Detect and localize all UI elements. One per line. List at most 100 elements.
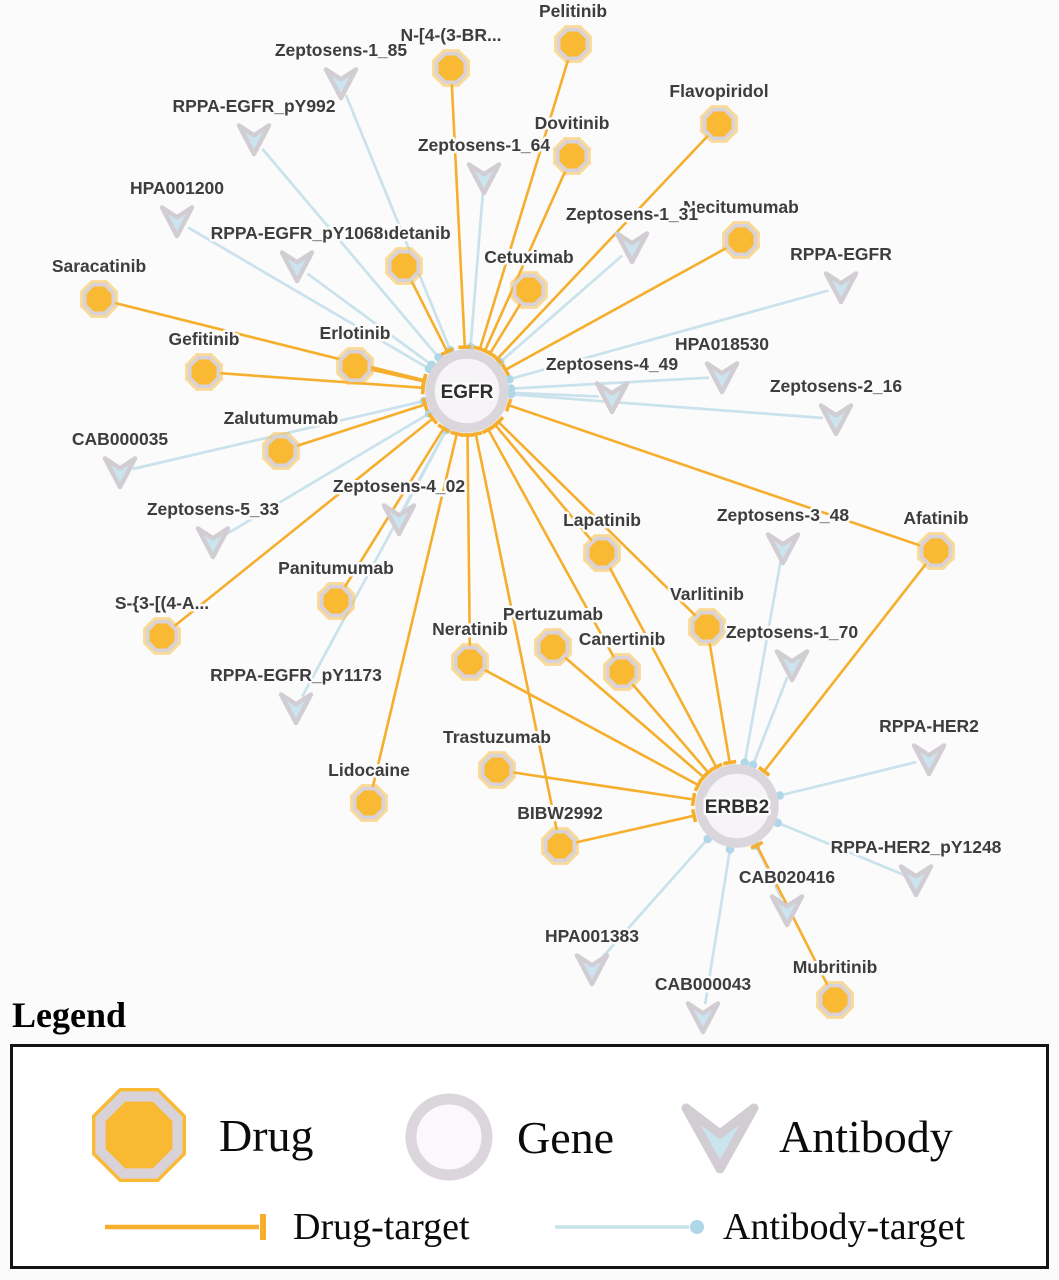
node-zeptosens-1-70 bbox=[774, 649, 810, 683]
label-saracatinib: Saracatinib bbox=[52, 256, 146, 276]
drug-node-icon bbox=[91, 1087, 187, 1183]
node-cetuximab bbox=[510, 271, 548, 309]
node-cab000043 bbox=[685, 1001, 721, 1035]
edge-zeptosens-3-48-erbb2 bbox=[740, 560, 783, 768]
edge-rppa-egfr-py992-egfr bbox=[261, 148, 443, 362]
legend-label-antibody: Antibody bbox=[779, 1110, 953, 1162]
node-erlotinib bbox=[336, 347, 374, 385]
node-rppa-her2 bbox=[911, 743, 947, 777]
node-s-3-4-a bbox=[143, 617, 181, 655]
node-cab000035 bbox=[102, 456, 138, 490]
edge-canertinib-egfr bbox=[481, 424, 616, 659]
edge-zeptosens-1-70-erbb2 bbox=[748, 676, 789, 770]
node-canertinib bbox=[603, 653, 641, 691]
label-egfr: EGFR bbox=[441, 382, 494, 403]
edge-pertuzumab-erbb2 bbox=[564, 656, 710, 784]
label-pelitinib: Pelitinib bbox=[539, 1, 607, 21]
label-zeptosens-2-16: Zeptosens-2_16 bbox=[770, 376, 903, 396]
node-mubritinib bbox=[816, 981, 854, 1019]
label-s-3-4-a: S-{3-[(4-A... bbox=[115, 593, 209, 613]
edge-rppa-her2-py1248-erbb2 bbox=[773, 818, 905, 877]
gene-node-icon bbox=[405, 1093, 493, 1181]
node-necitumumab bbox=[722, 221, 760, 259]
edge-gefitinib-egfr bbox=[219, 371, 426, 395]
edge-bibw2992-erbb2 bbox=[575, 808, 698, 844]
label-lidocaine: Lidocaine bbox=[328, 760, 410, 780]
label-rppa-her2-py1248: RPPA-HER2_pY1248 bbox=[831, 837, 1002, 857]
legend-item-gene: Gene bbox=[401, 1089, 614, 1185]
legend-label-antibody-target: Antibody-target bbox=[723, 1206, 966, 1248]
node-dovitinib bbox=[553, 137, 591, 175]
edge-rppa-her2-erbb2 bbox=[775, 760, 917, 800]
legend-label-gene: Gene bbox=[517, 1111, 615, 1163]
label-n-4-3-br: N-[4-(3-BR... bbox=[400, 25, 501, 45]
node-rppa-egfr bbox=[823, 271, 859, 305]
node-vandetanib bbox=[385, 247, 423, 285]
edge-zeptosens-2-16-egfr bbox=[506, 389, 824, 420]
label-vandetanib: Vandetanib bbox=[357, 223, 450, 243]
node-hpa001200 bbox=[159, 205, 195, 239]
edge-lapatinib-egfr bbox=[489, 419, 593, 542]
label-zeptosens-1-85: Zeptosens-1_85 bbox=[275, 40, 408, 60]
label-rppa-egfr: RPPA-EGFR bbox=[790, 244, 892, 264]
node-varlitinib bbox=[688, 608, 726, 646]
label-rppa-egfr-py1173: RPPA-EGFR_pY1173 bbox=[210, 665, 382, 685]
label-trastuzumab: Trastuzumab bbox=[443, 727, 551, 747]
edge-rppa-egfr-py1173-egfr bbox=[301, 425, 451, 698]
node-rppa-her2-py1248 bbox=[898, 864, 934, 898]
edge-rppa-egfr-egfr bbox=[505, 289, 829, 384]
node-zeptosens-1-64 bbox=[466, 162, 502, 196]
node-cab020416 bbox=[769, 894, 805, 928]
edge-vandetanib-egfr bbox=[410, 279, 454, 357]
label-dovitinib: Dovitinib bbox=[535, 113, 610, 133]
legend-box: Drug Gene Antibody Drug-target bbox=[10, 1044, 1049, 1269]
label-zeptosens-1-31: Zeptosens-1_31 bbox=[566, 204, 699, 224]
label-cetuximab: Cetuximab bbox=[484, 247, 573, 267]
node-egfr bbox=[425, 349, 509, 433]
label-rppa-egfr-py992: RPPA-EGFR_pY992 bbox=[172, 96, 335, 116]
edge-hpa001200-egfr bbox=[187, 226, 434, 374]
label-hpa001383: HPA001383 bbox=[545, 926, 639, 946]
label-zeptosens-5-33: Zeptosens-5_33 bbox=[147, 499, 280, 519]
label-cab020416: CAB020416 bbox=[739, 867, 836, 887]
label-pertuzumab: Pertuzumab bbox=[503, 604, 603, 624]
node-rppa-egfr-py992 bbox=[236, 123, 272, 157]
label-hpa018530: HPA018530 bbox=[675, 334, 769, 354]
node-rppa-egfr-py1068 bbox=[279, 250, 315, 284]
edge-zeptosens-1-64-egfr bbox=[466, 190, 485, 352]
edge-necitumumab-egfr bbox=[500, 246, 728, 377]
node-saracatinib bbox=[80, 280, 118, 318]
edge-erlotinib-egfr bbox=[370, 368, 428, 389]
legend-item-drug-target: Drug-target bbox=[101, 1205, 470, 1249]
label-necitumumab: Necitumumab bbox=[683, 197, 799, 217]
node-lidocaine bbox=[350, 784, 388, 822]
label-erlotinib: Erlotinib bbox=[320, 323, 391, 343]
edge-bibw2992-egfr bbox=[469, 431, 559, 831]
legend-title: Legend bbox=[12, 995, 127, 1035]
edge-hpa018530-egfr bbox=[506, 376, 710, 393]
label-gefitinib: Gefitinib bbox=[169, 329, 240, 349]
node-pelitinib bbox=[554, 25, 592, 63]
node-gefitinib bbox=[185, 353, 223, 391]
edge-neratinib-egfr bbox=[460, 433, 475, 647]
edge-lapatinib-erbb2 bbox=[608, 566, 723, 772]
edge-zalutumumab-egfr bbox=[295, 397, 429, 448]
edge-s-3-4-a-egfr bbox=[173, 412, 439, 628]
node-hpa018530 bbox=[704, 361, 740, 395]
label-cab000043: CAB000043 bbox=[655, 974, 752, 994]
node-layer bbox=[80, 25, 955, 1035]
label-zeptosens-3-48: Zeptosens-3_48 bbox=[717, 505, 850, 525]
edge-zeptosens-1-85-egfr bbox=[344, 94, 455, 355]
edge-varlitinib-erbb2 bbox=[708, 642, 737, 766]
edge-cetuximab-egfr bbox=[483, 302, 522, 359]
legend-item-drug: Drug bbox=[83, 1079, 314, 1191]
node-afatinib bbox=[917, 532, 955, 570]
legend-label-drug: Drug bbox=[219, 1109, 314, 1161]
edge-afatinib-erbb2 bbox=[757, 562, 928, 777]
node-rppa-egfr-py1173 bbox=[278, 692, 314, 726]
edge-flavopiridol-egfr bbox=[491, 134, 709, 365]
label-panitumumab: Panitumumab bbox=[278, 558, 394, 578]
label-rppa-egfr-py1068: RPPA-EGFR_pY1068 bbox=[211, 223, 384, 243]
node-zeptosens-1-31 bbox=[614, 231, 650, 265]
